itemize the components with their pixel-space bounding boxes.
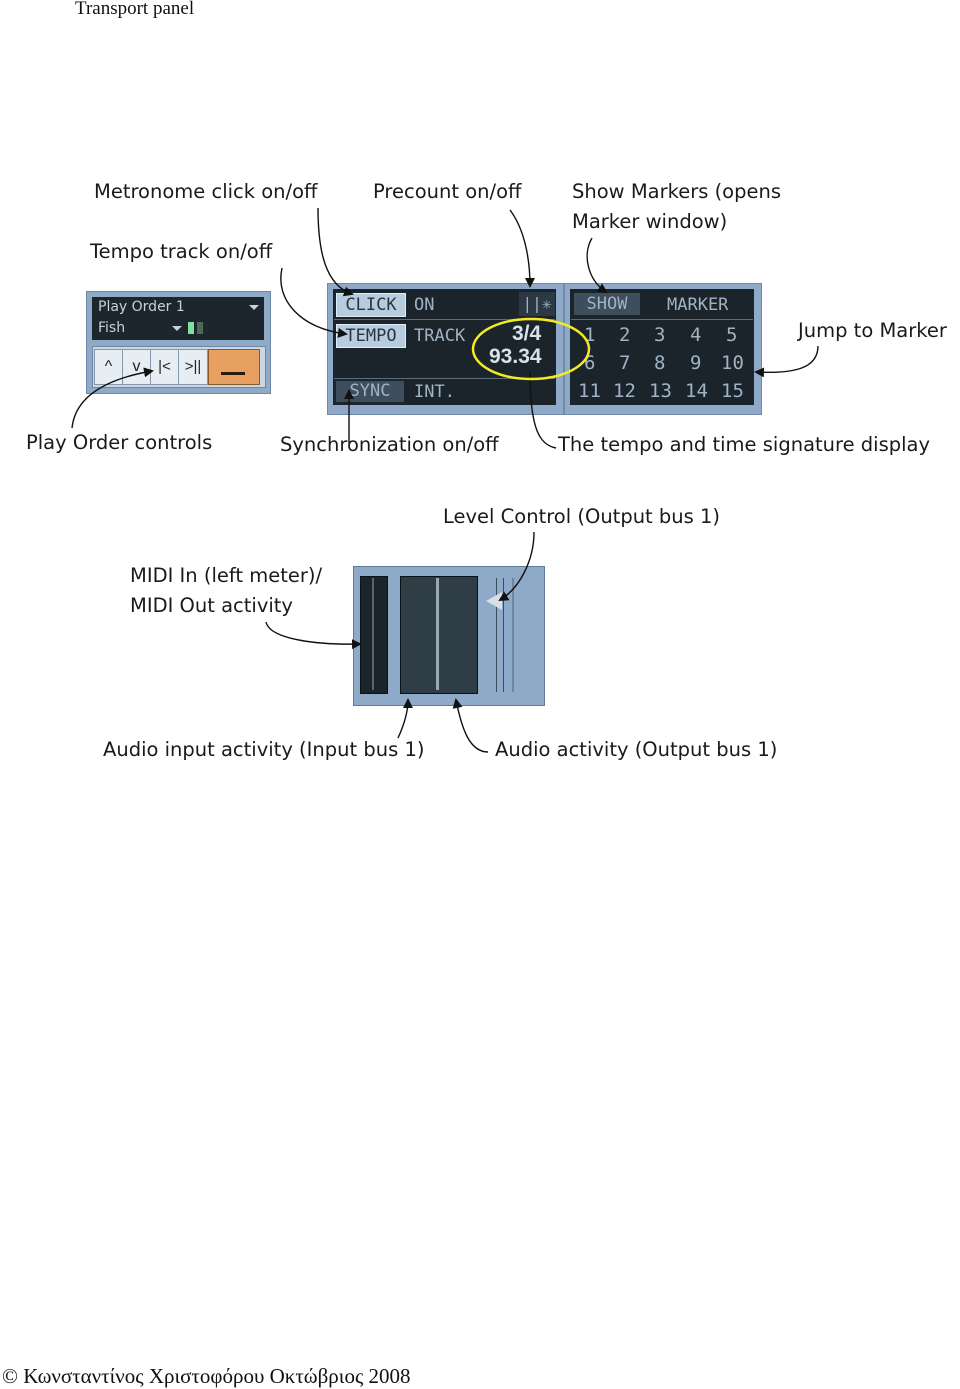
audio-in-arrow <box>397 698 413 739</box>
marker-4-button[interactable]: 4 <box>690 324 702 346</box>
click-button[interactable]: CLICK <box>336 293 406 317</box>
chevron-down-icon[interactable] <box>172 326 182 331</box>
play-order-arrow <box>71 367 154 429</box>
midi-meter <box>360 576 388 694</box>
skip-part-button[interactable]: >|| <box>178 349 208 385</box>
marker-9-button[interactable]: 9 <box>690 352 702 374</box>
footer-copyright: © Κωνσταντίνος Χριστοφόρου Οκτώβριος 200… <box>2 1364 411 1388</box>
midi-label: MIDI In (left meter)/ <box>130 564 323 587</box>
sync-state: INT. <box>414 382 455 402</box>
tempo-track-arrow <box>280 267 348 338</box>
marker-2-button[interactable]: 2 <box>619 324 631 346</box>
tempo-state: TRACK <box>414 326 466 346</box>
metronome-label: Metronome click on/off <box>94 180 318 203</box>
tempo-display-label: The tempo and time signature display <box>558 433 931 456</box>
play-order-name[interactable]: Play Order 1 <box>98 299 185 315</box>
show-markers-arrow <box>586 237 608 294</box>
marker-6-button[interactable]: 6 <box>584 352 596 374</box>
level-control-arrow <box>498 531 535 602</box>
marker-8-button[interactable]: 8 <box>654 352 666 374</box>
click-state: ON <box>414 295 435 315</box>
marker-13-button[interactable]: 13 <box>649 380 672 402</box>
level-control-label: Level Control (Output bus 1) <box>443 505 721 528</box>
play-order-toggle-button[interactable] <box>208 349 260 385</box>
play-order-label: Play Order controls <box>26 431 213 454</box>
precount-icon[interactable]: ||✳ <box>519 292 555 316</box>
play-order-panel: Play Order 1 Fish ^ v |< >|| <box>86 291 271 394</box>
marker-12-button[interactable]: 12 <box>613 380 636 402</box>
tempo-track-label: Tempo track on/off <box>90 240 273 263</box>
sync-label: Synchronization on/off <box>280 433 499 456</box>
precount-arrow <box>509 209 535 288</box>
marker-3-button[interactable]: 3 <box>654 324 666 346</box>
chevron-down-icon[interactable] <box>249 305 259 310</box>
play-order-display <box>92 297 264 340</box>
midi-meter-divider <box>372 578 374 690</box>
jump-marker-arrow <box>754 345 819 378</box>
transport-divider <box>334 319 555 320</box>
midi-arrow <box>265 621 362 650</box>
audio-in-label: Audio input activity (Input bus 1) <box>103 738 425 761</box>
first-repeat-button[interactable]: |< <box>150 349 179 385</box>
marker-15-button[interactable]: 15 <box>721 380 744 402</box>
marker-5-button[interactable]: 5 <box>726 324 738 346</box>
marker-1-button[interactable]: 1 <box>584 324 596 346</box>
tempo-value[interactable]: 93.34 <box>489 345 542 368</box>
show-markers-label: Show Markers (opens <box>572 180 782 203</box>
audio-out-label: Audio activity (Output bus 1) <box>495 738 778 761</box>
play-order-part[interactable]: Fish <box>98 320 126 336</box>
show-markers-button[interactable]: SHOW <box>574 293 640 315</box>
jump-marker-label: Jump to Marker <box>798 319 947 342</box>
show-markers-label-2: Marker window) <box>572 210 728 233</box>
play-order-toggle-icon <box>221 360 245 375</box>
audio-meter <box>400 576 478 694</box>
level-indicator <box>197 322 203 334</box>
marker-divider <box>571 319 753 320</box>
marker-14-button[interactable]: 14 <box>685 380 708 402</box>
tempo-display-highlight <box>471 317 591 381</box>
page-title: Transport panel <box>75 0 195 19</box>
level-fader-handle[interactable] <box>486 592 502 610</box>
audio-meter-divider <box>436 578 439 690</box>
precount-label: Precount on/off <box>373 180 522 203</box>
marker-7-button[interactable]: 7 <box>619 352 631 374</box>
fader-scale <box>512 578 514 692</box>
marker-label: MARKER <box>667 295 729 315</box>
midi-label-2: MIDI Out activity <box>130 594 293 617</box>
transport-divider <box>334 378 555 379</box>
level-fader-track[interactable] <box>496 578 504 692</box>
time-signature[interactable]: 3/4 <box>512 322 542 345</box>
level-indicator <box>188 322 194 334</box>
marker-11-button[interactable]: 11 <box>578 380 601 402</box>
audio-out-arrow <box>452 698 489 753</box>
metronome-arrow <box>317 207 354 297</box>
tempo-display-arrow <box>529 371 557 449</box>
marker-10-button[interactable]: 10 <box>721 352 744 374</box>
